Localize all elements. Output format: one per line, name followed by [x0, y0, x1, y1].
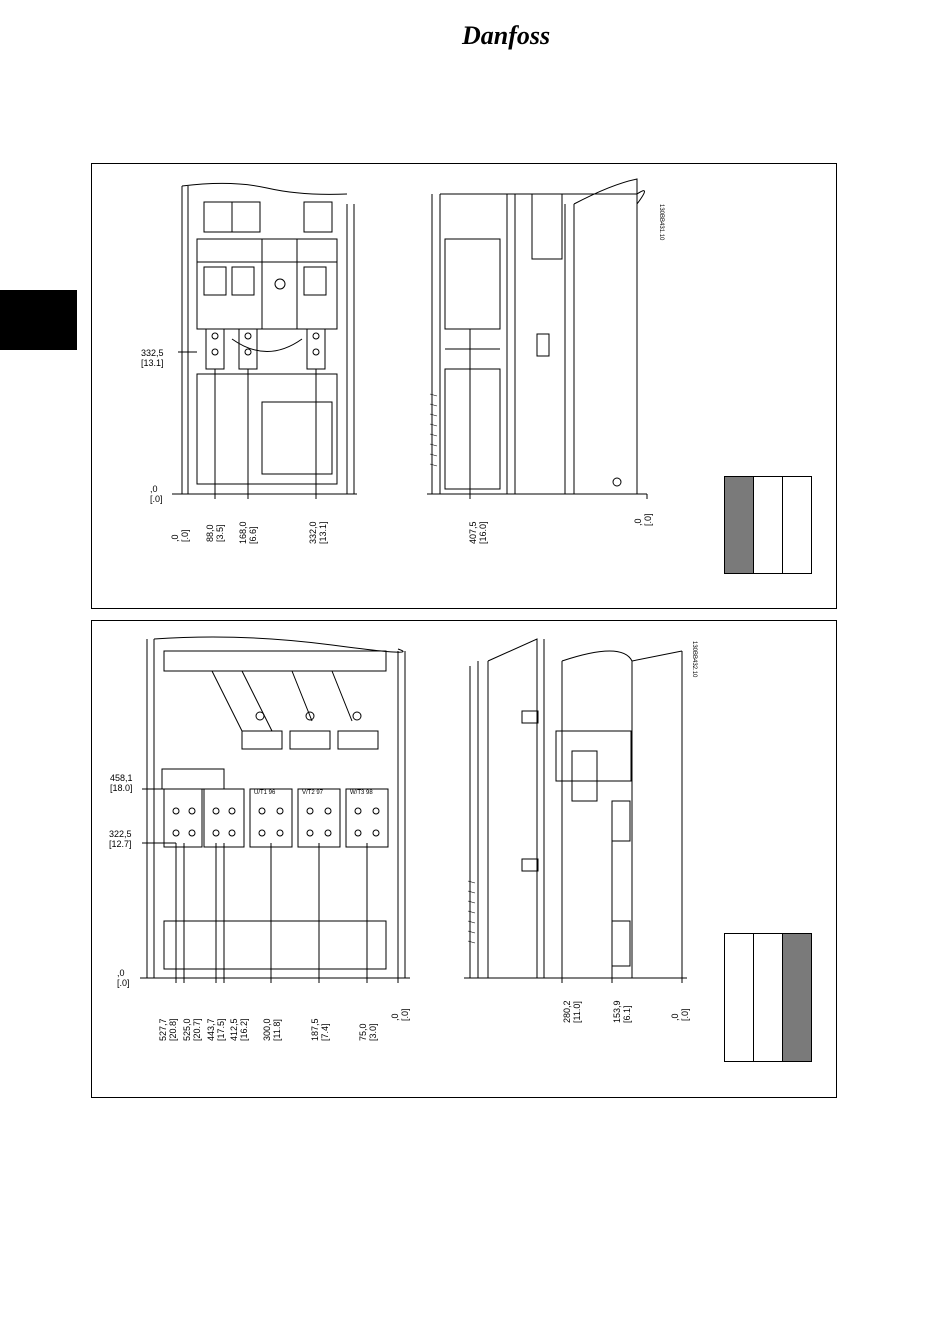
bottom-drawing — [140, 636, 687, 983]
dim-bottom-187-5: 187,5 [7.4] — [310, 1018, 330, 1041]
dim-left-332-5: 332,5 [13.1] — [141, 348, 164, 368]
dim-side-407-5: 407,5 [16.0] — [468, 521, 488, 544]
dim-left-322-5: 322,5 [12.7] — [109, 829, 132, 849]
legend-cell-2 — [754, 477, 783, 573]
dim-bottom-0: ,0 [.0] — [170, 529, 190, 542]
dim-bottom-300: 300,0 [11.8] — [262, 1018, 282, 1041]
legend-bottom — [724, 933, 812, 1062]
legend-cell-3 — [783, 477, 811, 573]
danfoss-logo: Danfoss — [461, 21, 550, 50]
terminal-label-v: V/T2 97 — [302, 790, 324, 796]
bottom-figure-frame: U/T1 96 V/T2 97 W/T3 98 458,1 [18.0] 322… — [91, 620, 837, 1098]
terminal-label-w: W/T3 98 — [350, 790, 373, 796]
dim-left-458-1: 458,1 [18.0] — [110, 773, 133, 793]
dim-side-0: ,0 [.0] — [670, 1008, 690, 1021]
dim-bottom-527-7: 527,7 [20.8] — [158, 1018, 178, 1041]
drawing-code: 130BB432.10 — [691, 641, 697, 678]
terminal-label-u: U/T1 96 — [254, 790, 276, 796]
legend-cell-1 — [725, 934, 754, 1061]
dim-bottom-443-7: 443,7 [17.5] — [206, 1018, 226, 1041]
dim-bottom-75: 75,0 [3.0] — [358, 1023, 378, 1041]
top-drawing — [172, 178, 648, 499]
dim-side-153-9: 153,9 [6.1] — [612, 1000, 632, 1023]
dim-left-0: ,0 [.0] — [117, 968, 130, 988]
top-figure-frame: 332,5 [13.1] ,0 [.0] ,0 [.0] 88,0 [3.5] … — [91, 163, 837, 609]
legend-top — [724, 476, 812, 574]
dim-bottom-412-5: 412,5 [16.2] — [229, 1018, 249, 1041]
legend-cell-2 — [754, 934, 783, 1061]
dim-bottom-525: 525,0 [20.7] — [182, 1018, 202, 1041]
dim-bottom-168: 168,0 [6.6] — [238, 521, 258, 544]
dim-bottom-0: ,0 [.0] — [390, 1008, 410, 1021]
logo-text: Danfoss — [461, 21, 550, 50]
drawing-code: 130BB431.10 — [658, 204, 664, 241]
dim-left-0: ,0 [.0] — [150, 484, 163, 504]
dim-bottom-332: 332,0 [13.1] — [308, 521, 328, 544]
dim-bottom-88: 88,0 [3.5] — [205, 524, 225, 542]
dim-side-280-2: 280,2 [11.0] — [562, 1000, 582, 1023]
chapter-tab — [0, 290, 77, 350]
legend-cell-3 — [783, 934, 811, 1061]
legend-cell-1 — [725, 477, 754, 573]
dim-side-0: ,0 [.0] — [633, 513, 653, 526]
